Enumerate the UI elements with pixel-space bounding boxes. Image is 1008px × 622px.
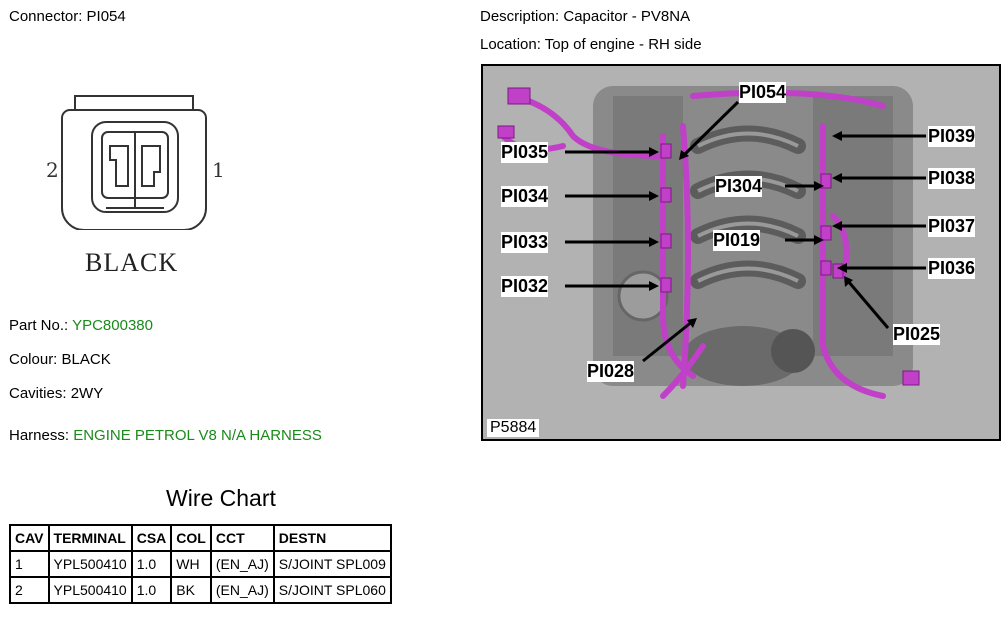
engine-illustration <box>483 66 999 439</box>
engine-location-image: PI054 PI035 PI034 PI033 PI032 PI028 PI03… <box>481 64 1001 441</box>
callout-pi039: PI039 <box>928 126 976 147</box>
wire-chart-header-row: CAV TERMINAL CSA COL CCT DESTN <box>9 524 392 552</box>
cell-cav: 2 <box>9 576 50 604</box>
pin-1-label: 1 <box>212 158 225 182</box>
wire-chart-title: Wire Chart <box>166 485 276 511</box>
part-no-label: Part No.: <box>9 317 69 334</box>
connector-diagram: 2 1 BLACK <box>40 90 230 280</box>
callout-pi019: PI019 <box>713 230 761 251</box>
cell-col: BK <box>170 576 212 604</box>
description-row: Description: Capacitor - PV8NA <box>480 8 690 25</box>
cavities-label: Cavities: <box>9 385 67 402</box>
cavities-value: 2WY <box>70 385 104 402</box>
pin-2-label: 2 <box>46 158 59 182</box>
part-no-row: Part No.: YPC800380 <box>9 317 153 334</box>
cell-csa: 1.0 <box>130 576 173 604</box>
photo-reference-number: P5884 <box>487 419 540 437</box>
header-cct: CCT <box>209 524 275 552</box>
cell-cct: (EN_AJ) <box>209 576 275 604</box>
callout-pi037: PI037 <box>928 216 976 237</box>
callout-pi033: PI033 <box>501 232 549 253</box>
callout-pi304: PI304 <box>715 176 763 197</box>
harness-link[interactable]: ENGINE PETROL V8 N/A HARNESS <box>73 427 322 444</box>
part-no-link[interactable]: YPC800380 <box>72 317 153 334</box>
cavities-row: Cavities: 2WY <box>9 385 103 402</box>
cell-csa: 1.0 <box>130 550 173 578</box>
connector-id: PI054 <box>86 8 126 25</box>
callout-pi034: PI034 <box>501 186 549 207</box>
header-csa: CSA <box>130 524 173 552</box>
colour-value: BLACK <box>61 351 111 368</box>
colour-label: Colour: <box>9 351 58 368</box>
cell-destn: S/JOINT SPL060 <box>272 576 392 604</box>
cell-destn: S/JOINT SPL009 <box>272 550 392 578</box>
cell-cav: 1 <box>9 550 50 578</box>
callout-pi025: PI025 <box>893 324 941 345</box>
header-destn: DESTN <box>272 524 392 552</box>
cell-terminal: YPL500410 <box>47 576 133 604</box>
callout-pi054: PI054 <box>739 82 787 103</box>
header-terminal: TERMINAL <box>47 524 133 552</box>
header-cav: CAV <box>9 524 50 552</box>
location-label: Location: <box>480 36 541 53</box>
table-row: 1 YPL500410 1.0 WH (EN_AJ) S/JOINT SPL00… <box>9 550 392 578</box>
callout-pi036: PI036 <box>928 258 976 279</box>
connector-label: Connector: <box>9 8 83 25</box>
harness-label: Harness: <box>9 427 70 444</box>
header-col: COL <box>170 524 212 552</box>
cell-col: WH <box>170 550 212 578</box>
colour-row: Colour: BLACK <box>9 351 111 368</box>
cell-terminal: YPL500410 <box>47 550 133 578</box>
callout-pi038: PI038 <box>928 168 976 189</box>
wire-chart-table: CAV TERMINAL CSA COL CCT DESTN 1 YPL5004… <box>9 524 392 604</box>
table-row: 2 YPL500410 1.0 BK (EN_AJ) S/JOINT SPL06… <box>9 576 392 604</box>
location-value: Top of engine - RH side <box>544 36 702 53</box>
description-label: Description: <box>480 8 560 25</box>
description-value: Capacitor - PV8NA <box>563 8 691 25</box>
connector-heading: Connector: PI054 <box>9 8 126 25</box>
callout-pi032: PI032 <box>501 276 549 297</box>
harness-row: Harness: ENGINE PETROL V8 N/A HARNESS <box>9 427 322 444</box>
cell-cct: (EN_AJ) <box>209 550 275 578</box>
callout-pi028: PI028 <box>587 361 635 382</box>
connector-colour-text: BLACK <box>85 248 179 277</box>
location-row: Location: Top of engine - RH side <box>480 36 702 53</box>
connector-face-icon <box>61 95 207 231</box>
callout-pi035: PI035 <box>501 142 549 163</box>
